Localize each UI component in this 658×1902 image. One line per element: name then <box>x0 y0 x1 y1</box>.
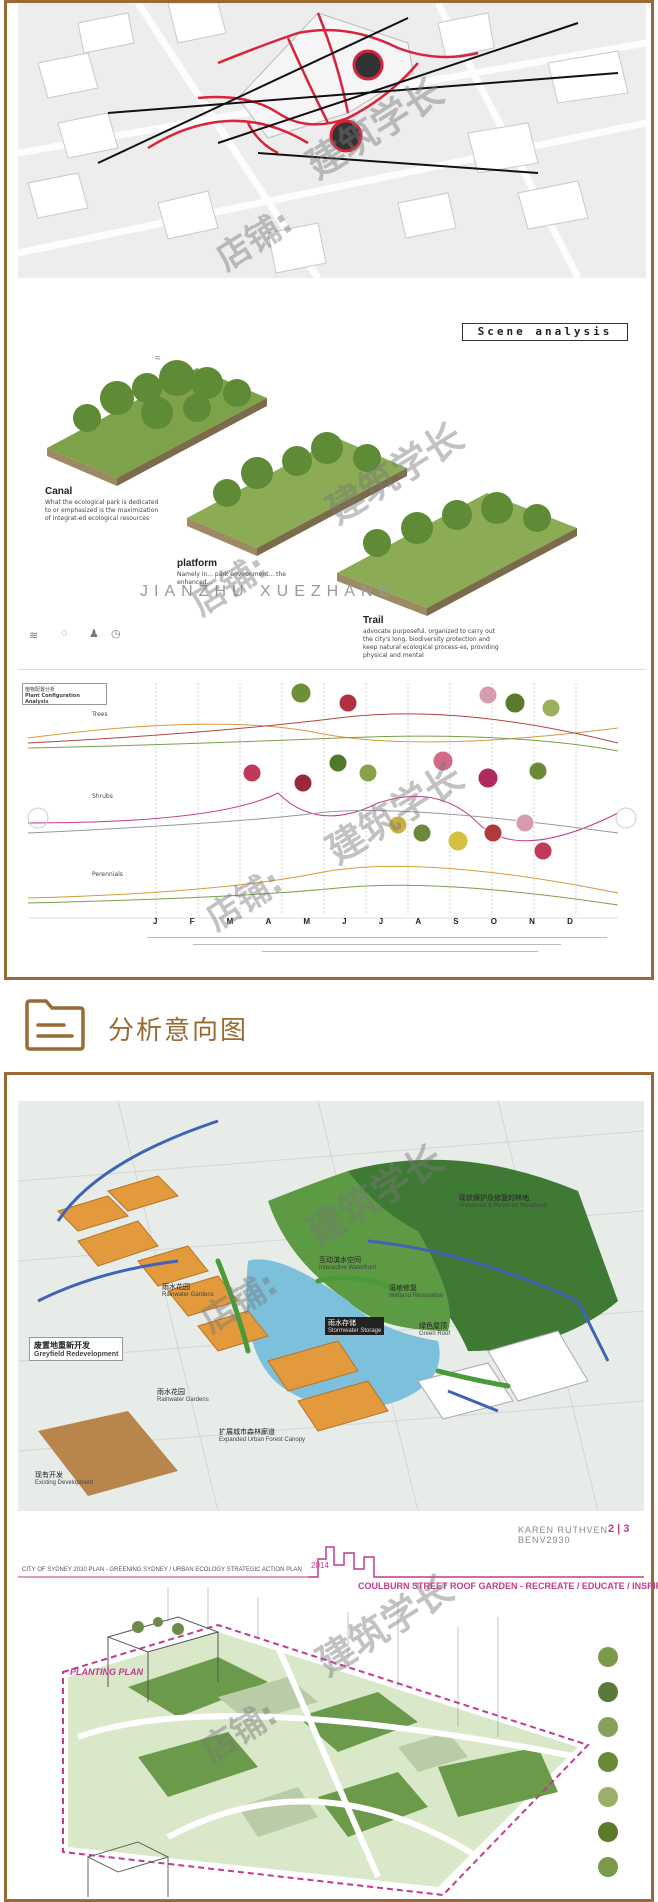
row-perennials-label: Perennials <box>92 871 123 878</box>
plan-title: CITY OF SYDNEY 2030 PLAN - GREENING SYDN… <box>22 1567 302 1573</box>
label-waterfront-cn: 互动滨水空间 <box>319 1257 361 1264</box>
label-wetland: 湿地修复 Wetland Restoration <box>389 1283 443 1299</box>
wave-icon: ≋ <box>29 630 39 642</box>
trail-title: Trail <box>363 615 384 626</box>
section-heading: 分析意向图 <box>0 990 658 1070</box>
month-label: J <box>378 917 384 926</box>
month-label: S <box>453 917 459 926</box>
label-existing: 现有开发 Existing Development <box>35 1470 93 1486</box>
plant-chart <box>27 682 637 919</box>
month-label: A <box>415 917 422 926</box>
month-label: O <box>490 917 497 926</box>
label-waterfront: 互动滨水空间 Interactive Waterfront <box>319 1255 376 1271</box>
bottom-panel-frame: 废置地重新开发 Greyfield Redevelopment 现有开发 Exi… <box>4 1072 658 1902</box>
label-woodland-cn: 现状保护及修复的林地 <box>459 1195 529 1202</box>
label-detention-en: Rainwater Gardens <box>157 1397 209 1403</box>
label-stormwater-cn: 雨水存储 <box>328 1320 356 1327</box>
timeline-lines <box>147 933 607 963</box>
month-label: J <box>342 917 347 926</box>
aerial-diagram <box>18 3 646 278</box>
scene-title-box: Scene analysis <box>462 323 628 341</box>
row-trees-label: Trees <box>92 711 108 718</box>
plant-config-en: Plant Configuration Analysis <box>25 693 80 705</box>
label-greyfield: 废置地重新开发 Greyfield Redevelopment <box>29 1337 124 1361</box>
label-wetland-en: Wetland Restoration <box>389 1293 444 1299</box>
platform-text: Namely in... park environment... the enh… <box>177 571 286 586</box>
label-stormwater: 雨水存储 Stormwater Storage <box>325 1317 385 1335</box>
label-woodland: 现状保护及修复的林地 Preserved & Restored Woodland <box>459 1193 547 1209</box>
clock-icon: ◷ <box>111 628 121 640</box>
plant-config-box: 植物配置分析 Plant Configuration Analysis <box>22 683 107 705</box>
year-label: 2014 <box>311 1561 329 1570</box>
label-stormwater-en: Stormwater Storage <box>328 1328 382 1334</box>
chat-icon: ◌ <box>61 627 68 639</box>
month-label: A <box>265 917 272 926</box>
plant-config-cn: 植物配置分析 <box>25 687 56 693</box>
author-label: KAREN RUTHVEN BENV2930 <box>518 1525 609 1545</box>
platform-title: platform <box>177 558 217 569</box>
trail-text: advocate purposeful, organized to carry … <box>363 628 499 659</box>
divider <box>18 669 646 670</box>
label-forest-en: Expanded Urban Forest Canopy <box>219 1437 306 1443</box>
label-raingarden-en: Rainwater Gardens <box>162 1292 214 1298</box>
label-waterfront-en: Interactive Waterfront <box>319 1265 377 1271</box>
label-greyfield-en: Greyfield Redevelopment <box>34 1351 119 1358</box>
label-green-roof: 绿色屋顶 Green Roof <box>419 1321 450 1337</box>
planting-plan-drawing <box>18 1546 644 1897</box>
folder-icon <box>25 999 85 1051</box>
masterplan-diagram <box>18 1101 644 1511</box>
scene-blocks <box>47 360 577 616</box>
label-wetland-cn: 湿地修复 <box>389 1285 417 1292</box>
wifi-icon: ≈ <box>155 353 161 364</box>
label-raingarden-top: 雨水花园 Rainwater Gardens <box>162 1282 214 1298</box>
month-label: F <box>189 917 195 926</box>
label-existing-en: Existing Development <box>35 1480 94 1486</box>
sydney-board: KAREN RUTHVEN BENV2930 2 | 3 CITY OF SYD… <box>18 1517 658 1897</box>
row-shrubs-label: Shrubs <box>92 793 113 800</box>
month-axis: J F M A M J J A S O N D <box>153 917 573 929</box>
label-greyfield-cn: 废置地重新开发 <box>34 1341 90 1350</box>
page-number: 2 | 3 <box>608 1523 630 1535</box>
month-label: M <box>303 917 311 926</box>
month-label: N <box>529 917 535 926</box>
canal-text: What the ecological park is dedicated to… <box>45 499 159 522</box>
garden-title: COULBURN STREET ROOF GARDEN - RECREATE /… <box>358 1581 658 1591</box>
walk-icon: ♟ <box>89 628 99 640</box>
label-forest-cn: 扩展城市森林廊道 <box>219 1429 275 1436</box>
planting-plan-label: PLANTING PLAN <box>70 1667 143 1677</box>
label-existing-cn: 现有开发 <box>35 1472 63 1479</box>
label-raingarden-bottom: 雨水花园 Rainwater Gardens <box>157 1387 209 1403</box>
overlay-letters: JIANZHU XUEZHANG <box>140 583 397 600</box>
label-green-cn: 绿色屋顶 <box>419 1323 447 1330</box>
top-panel-frame: Scene analysis Canal What the ecological… <box>4 0 654 980</box>
label-woodland-en: Preserved & Restored Woodland <box>459 1203 547 1209</box>
month-label: J <box>153 917 158 926</box>
canal-title: Canal <box>45 486 73 497</box>
month-label: D <box>567 917 573 926</box>
section-title: 分析意向图 <box>108 1016 249 1046</box>
label-forest: 扩展城市森林廊道 Expanded Urban Forest Canopy <box>219 1427 305 1443</box>
month-label: M <box>226 917 234 926</box>
label-detention-cn: 雨水花园 <box>157 1389 185 1396</box>
label-green-en: Green Roof <box>419 1331 451 1337</box>
label-raingarden-cn: 雨水花园 <box>162 1284 190 1291</box>
